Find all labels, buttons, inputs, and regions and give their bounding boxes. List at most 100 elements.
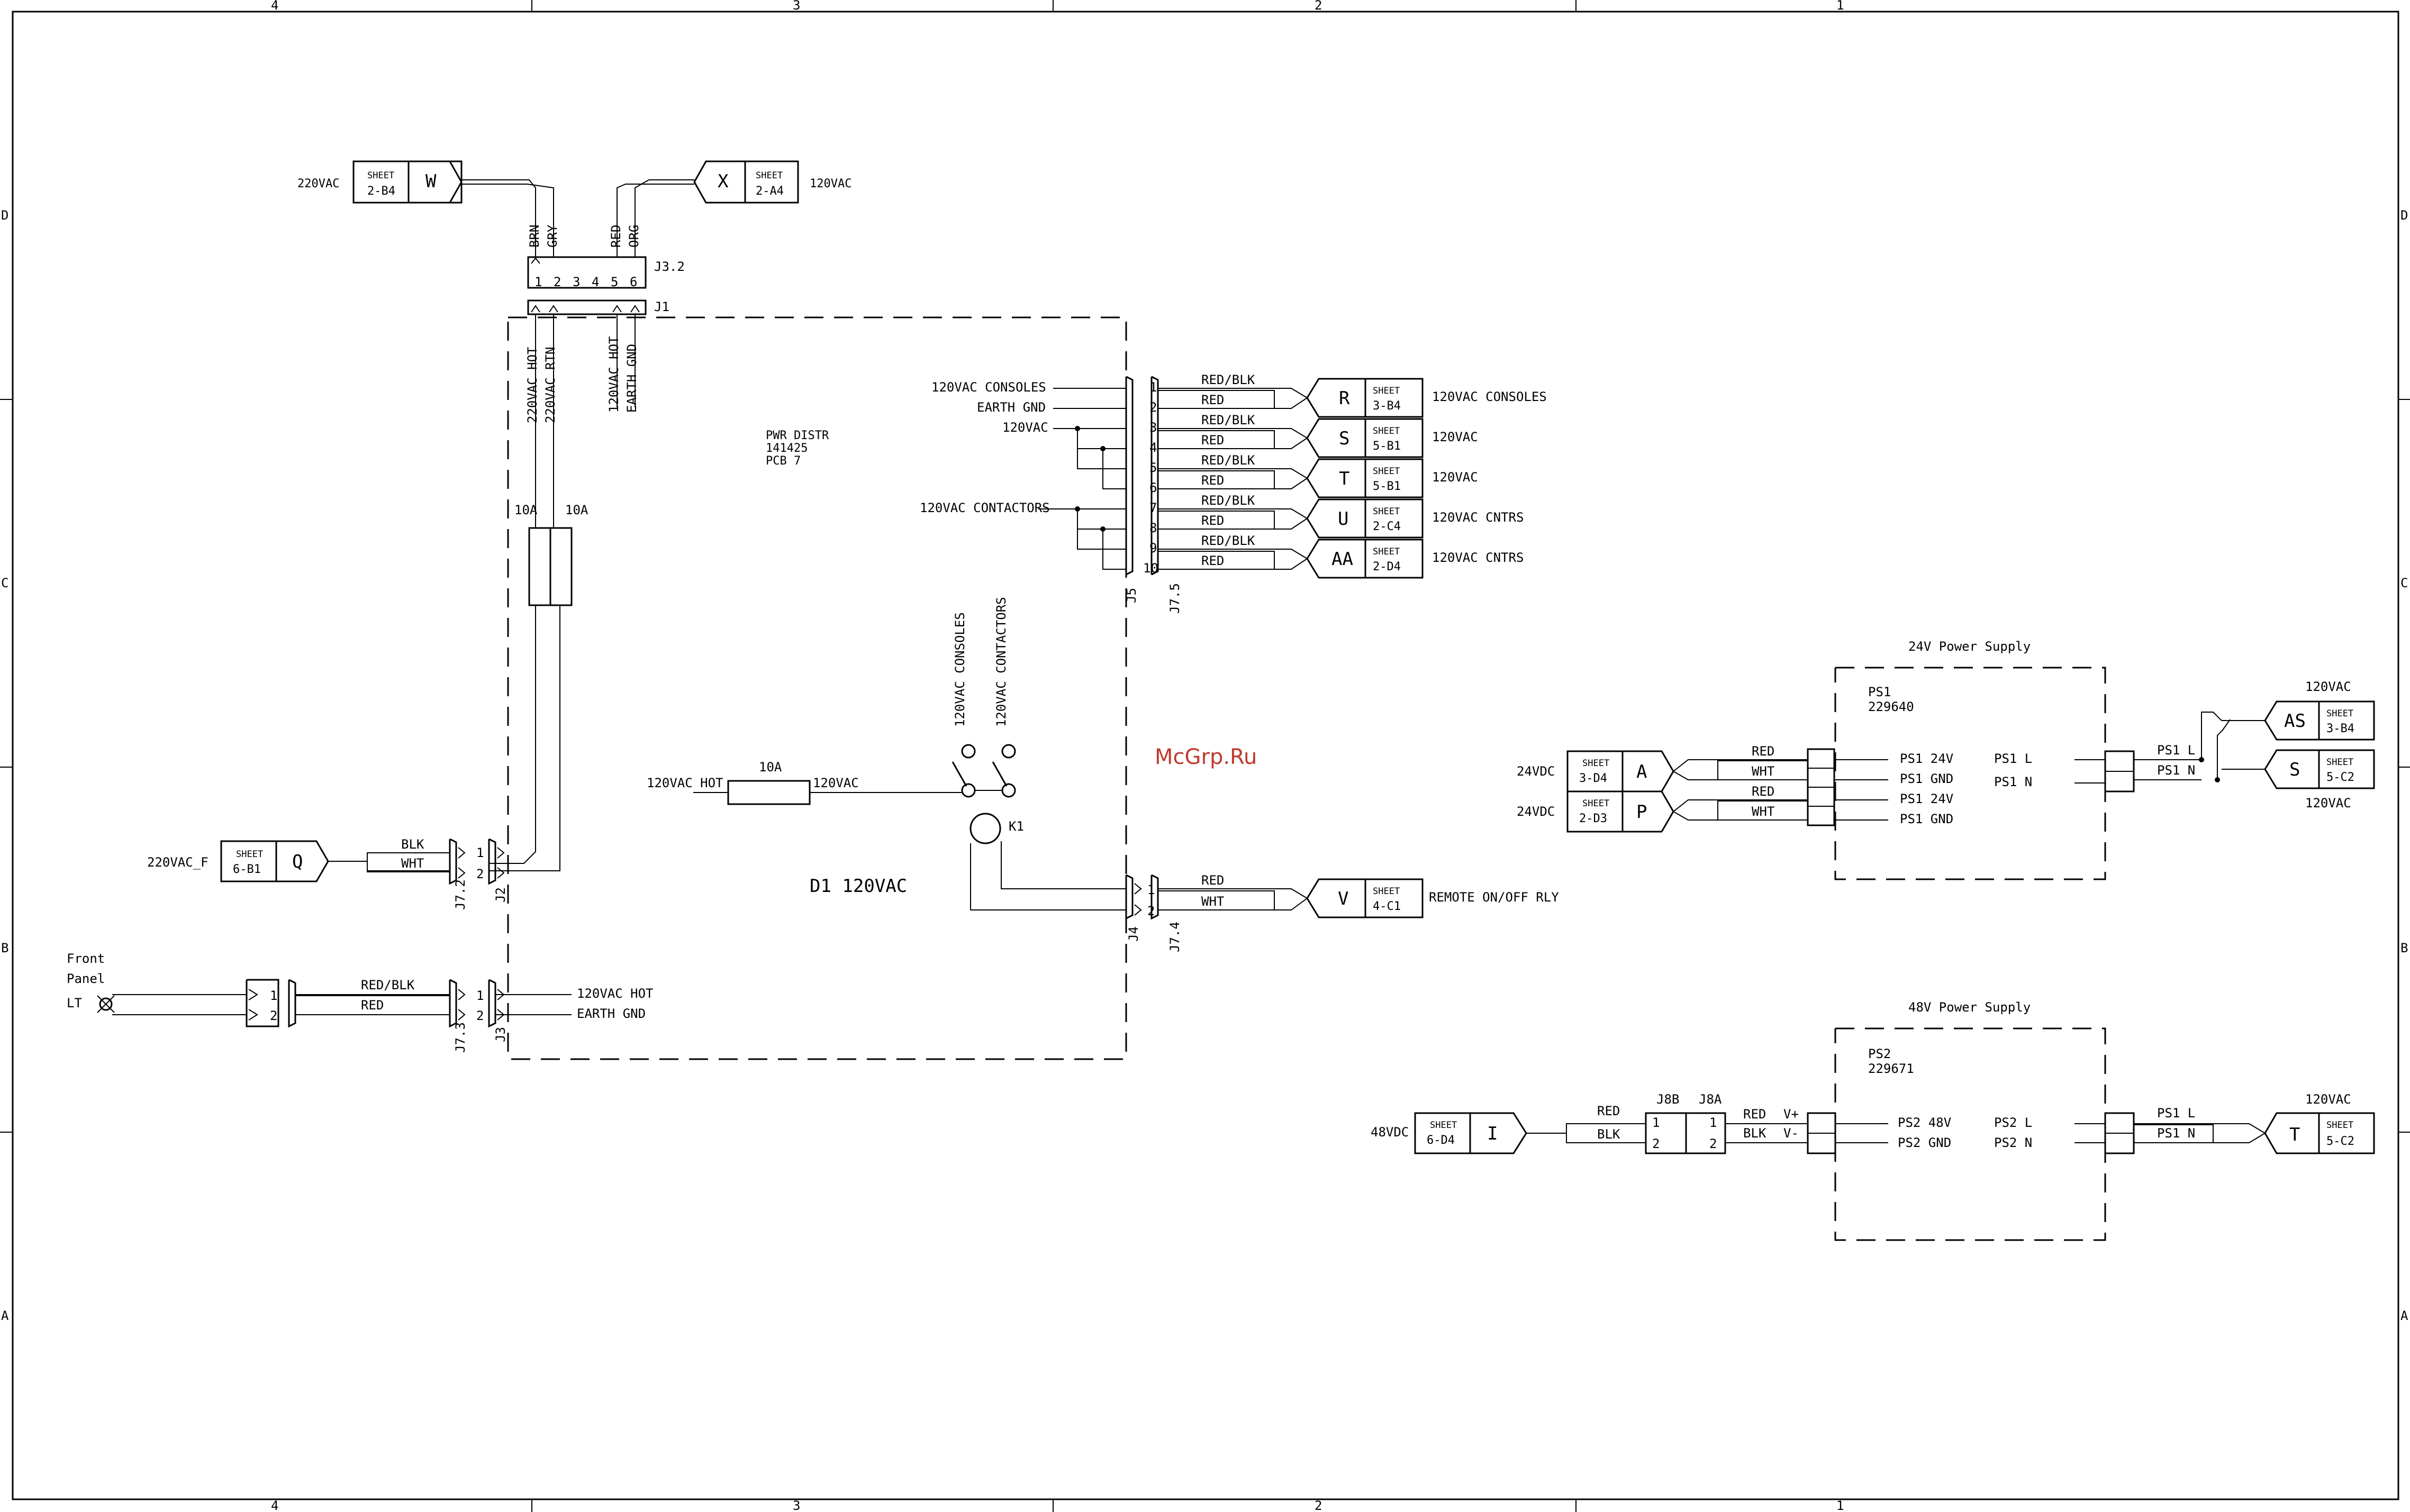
sheet-ref-p-ref: 2-D3 (1579, 812, 1607, 825)
ps24-wire-2: WHT (1752, 764, 1774, 779)
j5-pin-10: 10 (1143, 561, 1158, 576)
sheet-ref-t-1[interactable]: T SHEET 5-B1 (1306, 458, 1424, 498)
ps48-output-connector[interactable] (2104, 1112, 2135, 1154)
j32-pin-2: 2 (554, 275, 561, 289)
front-conn-pin-2: 2 (270, 1008, 277, 1023)
ps48-wire-red: RED (1743, 1107, 1766, 1122)
sheet-ref-r[interactable]: R SHEET 3-B4 (1306, 378, 1424, 418)
ps48-v-minus: V- (1783, 1126, 1799, 1141)
pcb-region-label: D1 120VAC (810, 876, 907, 897)
sheet-ref-s-1[interactable]: S SHEET 5-B1 (1306, 418, 1424, 458)
connector-front-panel[interactable]: 1 2 (246, 979, 296, 1028)
sheet-ref-q-sheet: SHEET (236, 849, 263, 860)
ps24-pin-3: PS1 24V (1900, 791, 1953, 806)
ps48-v-plus: V+ (1783, 1107, 1799, 1122)
front-panel-label-1: Front (67, 951, 105, 966)
sheet-ref-v-id: V (1338, 888, 1348, 909)
j3-pin-1: 1 (476, 988, 484, 1003)
ps48-out-n: PS1 N (2157, 1126, 2195, 1141)
col-label-top-3: 3 (793, 0, 800, 13)
connector-j1[interactable] (527, 299, 647, 315)
sheet-ref-x-id: X (718, 171, 729, 192)
pcb-designator: PCB 7 (766, 454, 801, 468)
j32-wire-brn: BRN (527, 225, 542, 248)
sheet-ref-s-2-sheet: SHEET (2326, 757, 2353, 768)
ps24-wire-3: RED (1752, 784, 1774, 799)
sheet-ref-q-id: Q (292, 851, 303, 872)
sheet-ref-w-label: 220VAC (297, 177, 339, 190)
ps48-right-pin-n: PS2 N (1994, 1135, 2032, 1150)
col-label-bottom-3: 3 (793, 1498, 800, 1512)
ps48-title: 48V Power Supply (1908, 1000, 2031, 1015)
sheet-ref-u[interactable]: U SHEET 2-C4 (1306, 498, 1424, 539)
sheet-ref-as[interactable]: AS SHEET 3-B4 (2264, 700, 2375, 741)
sheet-ref-i[interactable]: SHEET 6-D4 I (1414, 1112, 1527, 1154)
sheet-ref-w[interactable]: SHEET 2-B4 W (352, 160, 463, 204)
relay-label-contactors: 120VAC CONTACTORS (994, 597, 1009, 727)
sheet-ref-r-id: R (1339, 388, 1350, 409)
pcb-title: PWR DISTR (766, 429, 829, 442)
connector-j2[interactable]: 1 2 (449, 838, 505, 885)
relay-in-label: 120VAC HOT (647, 776, 723, 790)
sheet-ref-t-2-ref: 5-C2 (2326, 1135, 2354, 1148)
ps48-part: 229671 (1868, 1061, 1914, 1076)
sheet-ref-r-sheet: SHEET (1373, 386, 1400, 396)
ps24-input-connector[interactable] (1807, 748, 1835, 826)
sheet-ref-q[interactable]: SHEET 6-B1 Q (220, 840, 329, 882)
row-label-left-a: A (1, 1308, 9, 1323)
row-label-right-d: D (2400, 208, 2408, 223)
sheet-ref-x-sheet: SHEET (756, 170, 783, 181)
ps48-input-connector[interactable] (1807, 1112, 1836, 1154)
sheet-ref-v-label: REMOTE ON/OFF RLY (1429, 890, 1559, 905)
sheet-ref-s-2[interactable]: S SHEET 5-C2 (2264, 749, 2375, 789)
sheet-ref-x-label: 120VAC (810, 177, 851, 190)
sheet-ref-r-ref: 3-B4 (1373, 399, 1401, 413)
ps48-out-l: PS1 L (2157, 1106, 2195, 1121)
sheet-ref-aa[interactable]: AA SHEET 2-D4 (1306, 539, 1424, 579)
connector-j4[interactable]: 1 2 (1125, 874, 1159, 920)
sheet-ref-v[interactable]: V SHEET 4-C1 (1306, 878, 1424, 918)
col-label-bottom-2: 2 (1315, 1498, 1322, 1512)
j8b-pin-1: 1 (1652, 1115, 1660, 1130)
sheet-ref-s-2-label: 120VAC (2305, 796, 2351, 810)
j75-wire-harness (1157, 388, 1308, 570)
j72-wire-blk: BLK (401, 837, 424, 852)
sheet-ref-p[interactable]: SHEET 2-D3 P (1566, 790, 1674, 833)
ps24-part: 229640 (1868, 699, 1914, 714)
j72-label: J7.2 (453, 879, 468, 910)
relay-out-label: 120VAC (813, 776, 859, 790)
sheet-ref-s-1-sheet: SHEET (1373, 426, 1400, 436)
j2-pin-1: 1 (476, 845, 484, 860)
j5-pin-9: 9 (1149, 541, 1157, 555)
j75-wire-10: RED (1201, 553, 1224, 568)
sheet-ref-s-2-ref: 5-C2 (2326, 771, 2354, 784)
sheet-ref-as-label: 120VAC (2305, 679, 2351, 694)
connector-j3[interactable]: 1 2 (449, 979, 505, 1028)
sheet-ref-t-2[interactable]: T SHEET 5-C2 (2264, 1112, 2375, 1154)
ps48-right-pin-l: PS2 L (1994, 1115, 2032, 1130)
relay-label-consoles: 120VAC CONSOLES (953, 612, 967, 727)
relay-k1-contacts (952, 744, 1016, 798)
ps24-out-n: PS1 N (2157, 763, 2195, 778)
connector-j32[interactable]: 1 2 3 4 5 6 (527, 256, 647, 289)
col-label-top-2: 2 (1315, 0, 1322, 13)
sheet-ref-t-1-label: 120VAC (1432, 470, 1478, 485)
relay-coil-label: K1 (1009, 819, 1024, 834)
j4-pin-2: 2 (1147, 904, 1155, 918)
connector-j8b-j8a[interactable]: 1 2 1 2 (1645, 1112, 1726, 1154)
j5-pin-2: 2 (1149, 400, 1157, 415)
sheet-ref-x[interactable]: SHEET 2-A4 X (693, 160, 799, 204)
ps24-wire-1: RED (1752, 744, 1774, 759)
j8a-label: J8A (1699, 1092, 1722, 1107)
j4-label: J4 (1126, 926, 1141, 942)
j75-wire-3: RED/BLK (1201, 413, 1255, 427)
ps24-output-connector[interactable] (2104, 750, 2135, 793)
j5-pin-1: 1 (1149, 380, 1157, 395)
pcb-boundary (507, 316, 1127, 1060)
j8a-pin-2: 2 (1709, 1136, 1717, 1151)
j1-wire-220vac-rtn: 220VAC RTN (543, 347, 558, 424)
ps48-left-wire-red: RED (1597, 1104, 1620, 1118)
sheet-ref-a[interactable]: SHEET 3-D4 A (1566, 750, 1674, 793)
